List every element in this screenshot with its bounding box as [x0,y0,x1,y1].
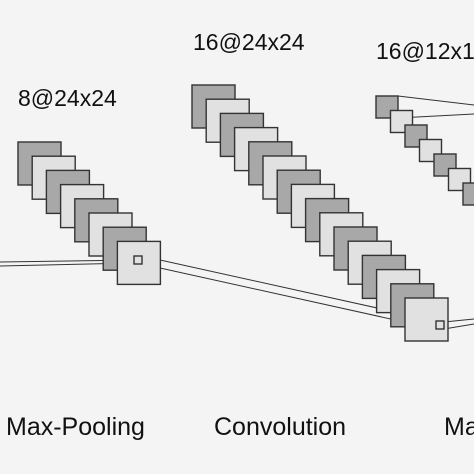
connector-line [443,318,474,323]
operation-label-max-pooling-1: Max-Pooling [6,413,145,441]
connector-line [443,323,474,330]
layer-dims-label-16-24: 16@24x24 [193,29,305,55]
kernel-square [435,320,445,330]
connector-line [397,95,474,106]
kernel-squares [133,255,445,330]
feature-map [404,297,449,342]
kernel-square [133,255,143,265]
layer-dims-label-8: 8@24x24 [18,85,117,111]
operation-label-max-pooling-2: Max-Pooling [444,413,474,441]
feature-map-stack-16-24 [191,84,449,342]
connector-line [141,263,437,330]
layer-dims-label-16-12: 16@12x12 [376,38,474,64]
feature-map [462,182,474,206]
feature-map [116,240,162,286]
feature-map-stack-8 [17,141,162,286]
feature-map-stack-16-12 [375,95,474,206]
operation-label-convolution: Convolution [214,413,346,441]
connector-lines [0,95,474,330]
